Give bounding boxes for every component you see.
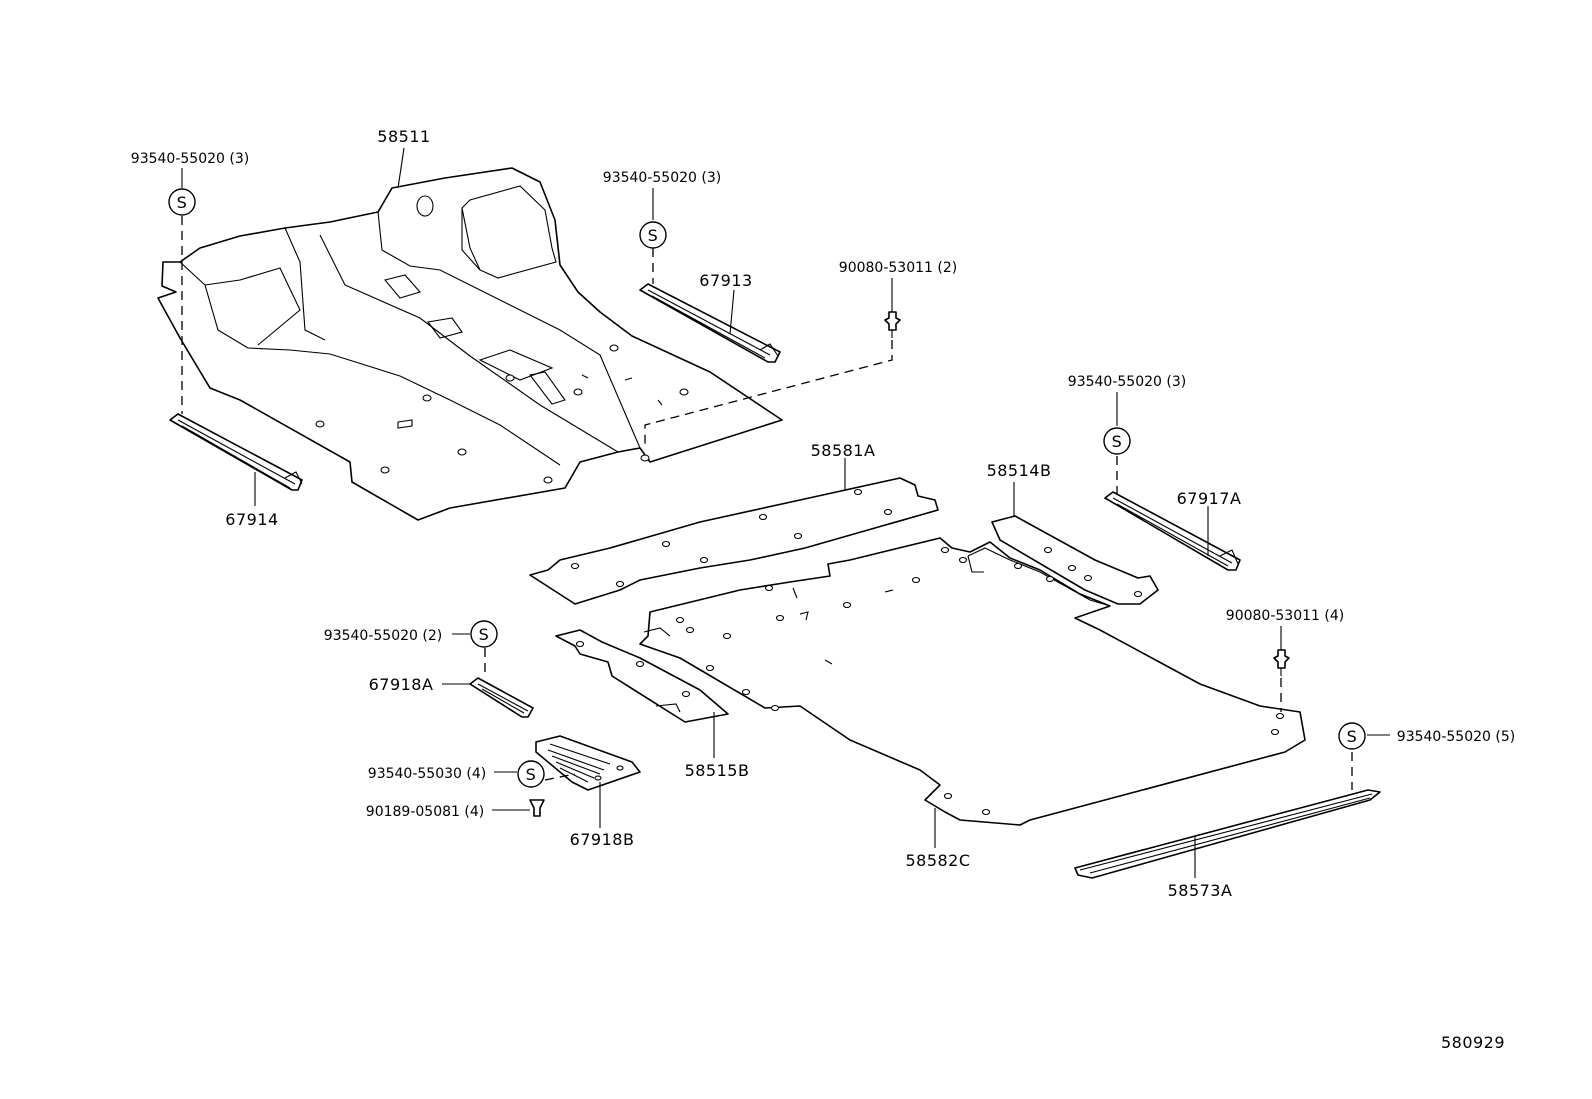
screw-symbol-icon: S bbox=[168, 188, 196, 216]
screw-symbol-icon: S bbox=[470, 620, 498, 648]
clip-icon bbox=[529, 799, 545, 817]
leader-lines bbox=[181, 147, 1390, 878]
fastener-label-clip-c: 90189-05081 (4) bbox=[366, 804, 484, 820]
floor-strip-58515B[interactable] bbox=[555, 629, 729, 723]
svg-text:S: S bbox=[526, 765, 537, 784]
fastener-label-screw-f: 93540-55030 (4) bbox=[368, 766, 486, 782]
svg-text:S: S bbox=[1112, 432, 1123, 451]
rear-floor-panel-58582C[interactable] bbox=[639, 537, 1306, 826]
part-label-58515B: 58515B bbox=[685, 761, 750, 780]
part-label-58573A: 58573A bbox=[1168, 881, 1233, 900]
part-label-67918A: 67918A bbox=[369, 675, 434, 694]
floor-panel-58581A[interactable] bbox=[529, 477, 939, 605]
clip-icon bbox=[1273, 649, 1290, 676]
scuff-plate-67917A[interactable] bbox=[1104, 491, 1241, 571]
part-label-67917A: 67917A bbox=[1177, 489, 1242, 508]
scuff-plate-67918A[interactable] bbox=[469, 677, 534, 718]
part-label-58582C: 58582C bbox=[905, 851, 970, 870]
fastener-label-screw-a: 93540-55020 (3) bbox=[131, 151, 249, 167]
part-label-67914: 67914 bbox=[225, 510, 278, 529]
svg-text:S: S bbox=[648, 226, 659, 245]
fastener-label-screw-c: 93540-55020 (3) bbox=[1068, 374, 1186, 390]
diagram-reference-id: 580929 bbox=[1441, 1033, 1505, 1052]
clip-icon bbox=[884, 311, 901, 338]
fastener-label-screw-e: 93540-55020 (5) bbox=[1397, 729, 1515, 745]
screw-symbol-icon: S bbox=[1103, 427, 1131, 455]
svg-text:S: S bbox=[1347, 727, 1358, 746]
fastener-label-clip-a: 90080-53011 (2) bbox=[839, 260, 957, 276]
scuff-plate-67914[interactable] bbox=[169, 413, 303, 491]
part-label-58581A: 58581A bbox=[811, 441, 876, 460]
part-label-67918B: 67918B bbox=[570, 830, 635, 849]
plate-67918B[interactable] bbox=[535, 735, 641, 791]
part-label-58514B: 58514B bbox=[987, 461, 1052, 480]
floor-strip-58514B[interactable] bbox=[991, 515, 1159, 605]
scuff-plate-67913[interactable] bbox=[639, 283, 781, 363]
part-label-58511: 58511 bbox=[377, 127, 430, 146]
screw-symbol-icon: S bbox=[639, 221, 667, 249]
svg-text:S: S bbox=[177, 193, 188, 212]
fastener-label-clip-b: 90080-53011 (4) bbox=[1226, 608, 1344, 624]
front-floor-carpet[interactable] bbox=[157, 167, 783, 521]
fastener-label-screw-d: 93540-55020 (2) bbox=[324, 628, 442, 644]
part-label-67913: 67913 bbox=[699, 271, 752, 290]
fastener-label-screw-b: 93540-55020 (3) bbox=[603, 170, 721, 186]
screw-symbol-icon: S bbox=[1338, 722, 1366, 750]
sill-strip-58573A[interactable] bbox=[1074, 789, 1381, 879]
svg-text:S: S bbox=[479, 625, 490, 644]
screw-symbol-icon: S bbox=[517, 760, 545, 788]
